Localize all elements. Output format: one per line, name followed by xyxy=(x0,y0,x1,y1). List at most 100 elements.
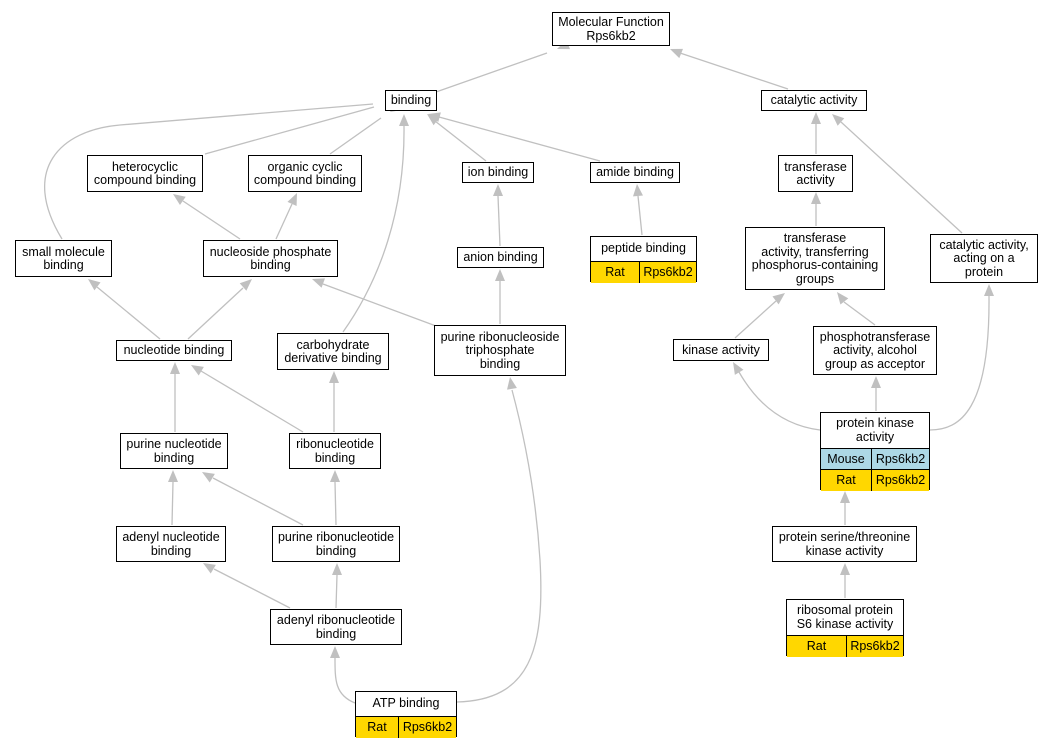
species-cell: Rat xyxy=(367,719,387,734)
node-label: amide binding xyxy=(596,165,674,180)
edge-ribosomal-protein-s6-kinase-activity-to-protein-serine-threonine-kinase-activity xyxy=(840,563,850,598)
arrowhead xyxy=(428,112,441,122)
edge-carbohydrate-derivative-binding-to-binding xyxy=(342,114,409,333)
node-label: catalytic activity xyxy=(770,93,858,108)
edge-protein-serine-threonine-kinase-activity-to-protein-kinase-activity xyxy=(840,491,850,525)
node-binding[interactable]: binding xyxy=(385,90,437,111)
annotation-row: Mouse Rps6kb2 xyxy=(821,448,929,470)
node-organic-cyclic-compound-binding[interactable]: organic cyclic compound binding xyxy=(248,155,362,192)
node-label: purine nucleotide binding xyxy=(126,437,222,465)
arrowhead xyxy=(837,292,849,305)
arrowhead xyxy=(733,362,744,375)
arrowhead xyxy=(239,279,252,291)
node-catalytic-acting-on-protein[interactable]: catalytic activity, acting on a protein xyxy=(930,234,1038,283)
edge-transferase-phosphorus-to-transferase-activity xyxy=(811,192,821,226)
node-purine-nucleotide-binding[interactable]: purine nucleotide binding xyxy=(120,433,228,469)
node-label: purine ribonucleoside triphosphate bindi… xyxy=(440,329,560,371)
edge-protein-kinase-activity-to-kinase-activity xyxy=(733,362,821,431)
species-cell: Rat xyxy=(605,264,625,279)
node-label: phosphotransferase activity, alcohol gro… xyxy=(819,329,931,371)
node-transferase-phosphorus[interactable]: transferase activity, transferring phosp… xyxy=(745,227,885,290)
node-purine-ribonucleotide-binding[interactable]: purine ribonucleotide binding xyxy=(272,526,400,562)
node-carbohydrate-derivative-binding[interactable]: carbohydrate derivative binding xyxy=(277,333,389,370)
node-small-molecule-binding[interactable]: small molecule binding xyxy=(15,240,112,277)
node-amide-binding[interactable]: amide binding xyxy=(590,162,680,183)
node-ribonucleotide-binding[interactable]: ribonucleotide binding xyxy=(289,433,381,469)
node-phosphotransferase-alcohol[interactable]: phosphotransferase activity, alcohol gro… xyxy=(813,326,937,375)
node-label: ion binding xyxy=(467,165,529,180)
arrowhead xyxy=(287,193,297,206)
arrowhead xyxy=(88,279,101,291)
edge-catalytic-activity-to-molecular-function xyxy=(670,48,789,90)
edge-ribonucleotide-binding-to-nucleotide-binding xyxy=(191,365,304,433)
edge-anion-binding-to-ion-binding xyxy=(493,184,503,247)
edge-adenyl-ribonucleotide-binding-to-adenyl-nucleotide-binding xyxy=(203,563,291,609)
node-label: nucleotide binding xyxy=(123,343,225,358)
arrowhead xyxy=(203,563,216,574)
node-label: anion binding xyxy=(463,250,538,265)
node-kinase-activity[interactable]: kinase activity xyxy=(673,339,769,361)
node-label: peptide binding xyxy=(601,241,686,256)
node-label: organic cyclic compound binding xyxy=(253,159,357,187)
edge-nucleotide-binding-to-small-molecule-binding xyxy=(88,279,161,340)
edge-transferase-activity-to-catalytic-activity xyxy=(811,112,821,154)
arrowhead xyxy=(493,184,503,196)
edge-purine-ribonucleotide-binding-to-ribonucleotide-binding xyxy=(330,470,340,526)
edge-catalytic-acting-on-protein-to-catalytic-activity xyxy=(832,114,963,234)
arrowhead xyxy=(168,470,178,482)
node-label: ribonucleotide binding xyxy=(296,437,374,465)
node-catalytic-activity[interactable]: catalytic activity xyxy=(761,90,867,111)
arrowhead xyxy=(811,112,821,124)
edge-nucleoside-phosphate-binding-to-organic-cyclic-compound-binding xyxy=(275,193,297,240)
node-adenyl-ribonucleotide-binding[interactable]: adenyl ribonucleotide binding xyxy=(270,609,402,645)
node-protein-serine-threonine-kinase-activity[interactable]: protein serine/threonine kinase activity xyxy=(772,526,917,562)
node-label: heterocyclic compound binding xyxy=(93,159,197,187)
node-label: binding xyxy=(390,93,432,108)
arrowhead xyxy=(399,114,409,126)
node-label: adenyl ribonucleotide binding xyxy=(276,613,396,641)
node-label: nucleoside phosphate binding xyxy=(209,244,332,272)
arrowhead xyxy=(840,563,850,575)
node-adenyl-nucleotide-binding[interactable]: adenyl nucleotide binding xyxy=(116,526,226,562)
node-transferase-activity[interactable]: transferase activity xyxy=(778,155,853,192)
node-label: transferase activity xyxy=(784,159,847,187)
edge-amide-binding-to-binding xyxy=(428,112,601,162)
arrowhead xyxy=(670,48,683,59)
node-purine-ribonucleoside-triphosphate-binding[interactable]: purine ribonucleoside triphosphate bindi… xyxy=(434,325,566,376)
gene-cell: Rps6kb2 xyxy=(871,449,929,470)
arrowhead xyxy=(495,269,505,281)
arrowhead xyxy=(984,284,994,296)
arrowhead xyxy=(330,646,340,658)
arrowhead xyxy=(330,470,340,482)
arrowhead xyxy=(312,278,325,288)
node-ion-binding[interactable]: ion binding xyxy=(462,162,534,183)
node-label: adenyl nucleotide binding xyxy=(122,530,220,558)
node-label: carbohydrate derivative binding xyxy=(284,337,382,365)
node-label: protein serine/threonine kinase activity xyxy=(778,530,911,558)
edge-nucleoside-phosphate-binding-to-heterocyclic-compound-binding xyxy=(173,194,241,240)
arrowhead xyxy=(871,376,881,388)
edge-purine-nucleotide-binding-to-nucleotide-binding xyxy=(170,362,180,432)
node-label: protein kinase activity xyxy=(836,416,914,444)
edge-peptide-binding-to-amide-binding xyxy=(633,184,643,236)
arrowhead xyxy=(811,192,821,204)
arrowhead xyxy=(840,491,850,503)
node-molecular-function[interactable]: Molecular Function Rps6kb2 xyxy=(552,12,670,46)
node-nucleotide-binding[interactable]: nucleotide binding xyxy=(116,340,232,361)
node-anion-binding[interactable]: anion binding xyxy=(457,247,544,268)
node-nucleoside-phosphate-binding[interactable]: nucleoside phosphate binding xyxy=(203,240,338,277)
arrowhead xyxy=(332,563,342,575)
gene-cell: Rps6kb2 xyxy=(846,636,903,657)
arrowhead xyxy=(329,371,339,383)
node-heterocyclic-compound-binding[interactable]: heterocyclic compound binding xyxy=(87,155,203,192)
edge-ribonucleotide-binding-to-carbohydrate-derivative-binding xyxy=(329,371,339,432)
species-cell: Mouse xyxy=(827,451,865,466)
edge-nucleotide-binding-to-nucleoside-phosphate-binding xyxy=(187,279,252,340)
